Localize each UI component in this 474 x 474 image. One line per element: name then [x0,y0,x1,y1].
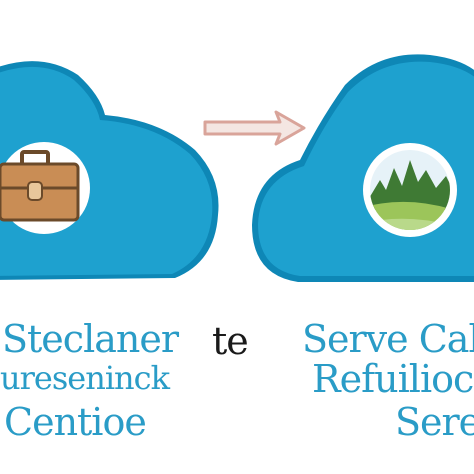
right-caption-line-2: Refuilioc [312,357,474,401]
briefcase-badge [0,142,90,234]
right-caption-line-1: Serve Cal [302,317,474,361]
middle-caption: te [212,319,249,363]
left-caption-line-3: Centioe [4,400,147,444]
left-caption-line-1: Steclaner [2,317,179,361]
right-caption-line-3: Sere [395,400,474,444]
arrow-right-icon [203,110,306,146]
briefcase-icon [0,150,80,222]
landscape-badge [363,143,457,237]
left-caption-line-2: ureseninck [0,359,170,397]
